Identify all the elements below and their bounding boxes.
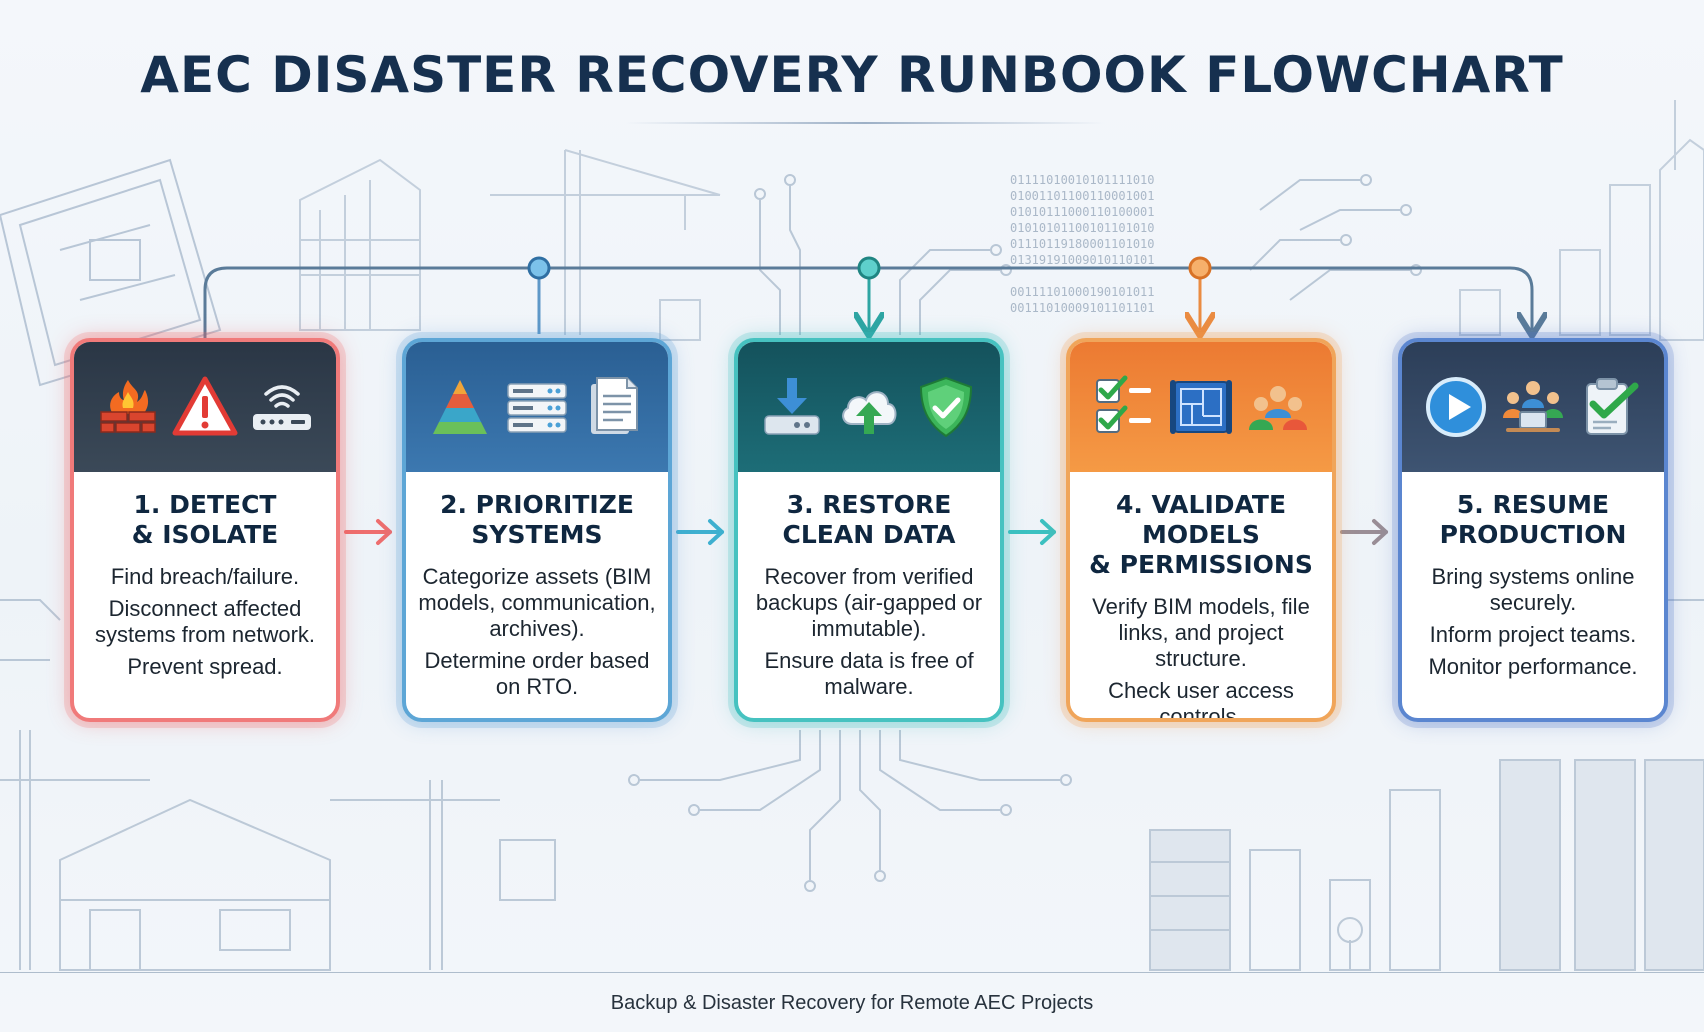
step-line: Recover from verified backups (air-gappe…	[755, 564, 983, 641]
step-line: Bring systems online securely.	[1431, 564, 1635, 615]
svg-text:01110119180001101010: 01110119180001101010	[1010, 237, 1155, 251]
step-line: Determine order based on RTO.	[424, 648, 650, 699]
svg-text:00111010009101101101: 00111010009101101101	[1010, 301, 1155, 315]
step-card-2: 2. PRIORITIZE SYSTEMS Categorize assets …	[402, 338, 672, 722]
cloud-upload-icon	[836, 374, 902, 440]
step-title: 1. DETECT & ISOLATE	[131, 490, 279, 549]
footer-caption: Backup & Disaster Recovery for Remote AE…	[610, 992, 1094, 1014]
blueprint-icon	[1168, 374, 1234, 440]
binary-text: 01111010010101111010 0100110110011000100…	[1010, 173, 1155, 315]
warning-icon	[172, 374, 238, 440]
pyramid-icon	[427, 374, 493, 440]
step-card-header	[406, 342, 668, 472]
team-icon	[1245, 374, 1311, 440]
checklist-icon	[1091, 374, 1157, 440]
svg-text:00111101000190101011: 00111101000190101011	[1010, 285, 1155, 299]
step-title: 2. PRIORITIZE SYSTEMS	[440, 490, 634, 549]
svg-text:01001101100110001001: 01001101100110001001	[1010, 189, 1155, 203]
building-sketches	[299, 100, 1704, 341]
shield-check-icon	[913, 374, 979, 440]
step-line: Verify BIM models, file links, and proje…	[1092, 594, 1310, 671]
step-card-header	[1402, 342, 1664, 472]
router-icon	[249, 374, 315, 440]
step-line: Ensure data is free of malware.	[764, 648, 974, 699]
step-card-header	[738, 342, 1000, 472]
step-card-5: 5. RESUME PRODUCTION Bring systems onlin…	[1398, 338, 1668, 722]
circuit-lines	[0, 174, 1704, 892]
clipboard-check-icon	[1577, 374, 1643, 440]
svg-text:01111010010101111010: 01111010010101111010	[1010, 173, 1155, 187]
arrow-3-4	[1008, 519, 1056, 545]
download-drive-icon	[759, 374, 825, 440]
step-card-4: 4. VALIDATE MODELS & PERMISSIONS Verify …	[1066, 338, 1336, 722]
step-line: Disconnect affected systems from network…	[94, 596, 316, 647]
step-title: 5. RESUME PRODUCTION	[1439, 490, 1627, 549]
bottom-sketches	[0, 730, 1704, 971]
step-card-header	[1070, 342, 1332, 472]
play-icon	[1423, 374, 1489, 440]
step-title: 3. RESTORE CLEAN DATA	[782, 490, 956, 549]
arrow-4-5	[1340, 519, 1388, 545]
step-card-3: 3. RESTORE CLEAN DATA Recover from verif…	[734, 338, 1004, 722]
step-line: Prevent spread.	[127, 654, 283, 679]
step-line: Find breach/failure.	[110, 564, 300, 589]
svg-text:01010101100101101010: 01010101100101101010	[1010, 221, 1155, 235]
step-arrows	[344, 519, 1388, 545]
server-rack-icon	[504, 374, 570, 440]
firewall-icon	[95, 374, 161, 440]
step-title: 4. VALIDATE MODELS & PERMISSIONS	[1089, 490, 1313, 579]
footer-divider	[0, 972, 1704, 973]
svg-text:01319191009010110101: 01319191009010110101	[1010, 253, 1155, 267]
step-line: Monitor performance.	[1428, 654, 1638, 679]
step-card-header	[74, 342, 336, 472]
step-line: Categorize assets (BIM models, communica…	[418, 564, 656, 641]
blueprint-sketch	[0, 158, 222, 387]
svg-text:01010111000110100001: 01010111000110100001	[1010, 205, 1155, 219]
step-card-1: 1. DETECT & ISOLATE Find breach/failure.…	[70, 338, 340, 722]
page-title: AEC DISASTER RECOVERY RUNBOOK FLOWCHART	[140, 46, 1564, 104]
meeting-icon	[1500, 374, 1566, 440]
step-line: Inform project teams.	[1429, 622, 1637, 647]
arrow-1-2	[344, 519, 392, 545]
title-divider	[625, 122, 1105, 124]
flow-connector	[203, 256, 1532, 338]
arrow-2-3	[676, 519, 724, 545]
document-icon	[581, 374, 647, 440]
step-line: Check user access controls.	[1108, 678, 1294, 722]
